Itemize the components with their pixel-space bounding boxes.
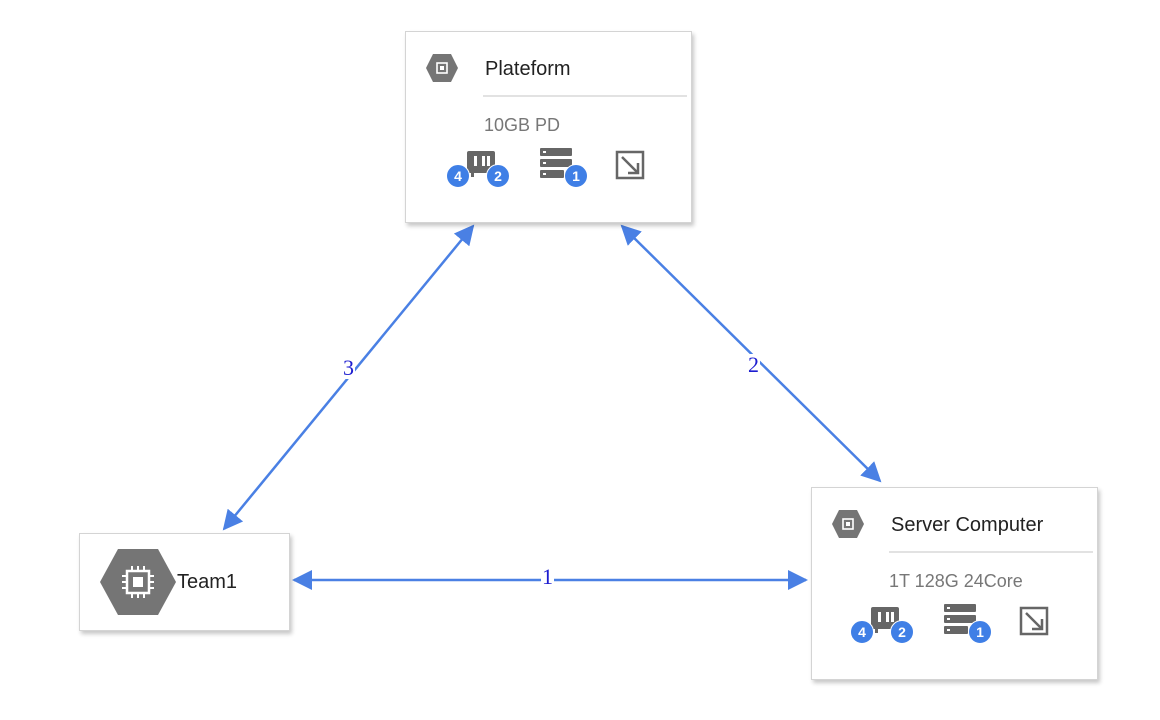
node-plateform[interactable]: Plateform 10GB PD 4 2 1 [405,31,692,223]
edge-2-label: 2 [747,352,760,377]
compute-hexagon-icon [426,54,458,82]
node-title: Server Computer [891,514,1044,536]
node-title: Plateform [485,58,571,80]
node-divider [889,551,1093,553]
node-divider [483,95,687,97]
node-spec: 10GB PD [484,115,561,135]
edge-1-label: 1 [541,564,554,589]
memory-badge-left: 4 [850,620,874,644]
resize-arrow-icon[interactable] [1018,605,1052,637]
storage-stack-icon[interactable] [942,602,978,636]
storage-stack-icon[interactable] [538,146,574,180]
node-icon-row: 4 2 1 [850,600,1060,645]
node-team1[interactable]: Team1 [79,533,290,631]
memory-badge-right: 2 [890,620,914,644]
compute-hexagon-icon [832,510,864,538]
storage-badge: 1 [564,164,588,188]
memory-badge-left: 4 [446,164,470,188]
compute-hexagon-icon [100,549,176,615]
node-icon-row: 4 2 1 [446,144,656,189]
resize-arrow-icon[interactable] [614,149,648,181]
edge-2-line[interactable] [620,224,882,483]
node-server-computer[interactable]: Server Computer 1T 128G 24Core 4 2 1 [811,487,1098,680]
storage-badge: 1 [968,620,992,644]
edge-3-label: 3 [342,355,355,380]
memory-badge-right: 2 [486,164,510,188]
node-title: Team1 [177,571,238,593]
node-spec: 1T 128G 24Core [889,571,1023,591]
